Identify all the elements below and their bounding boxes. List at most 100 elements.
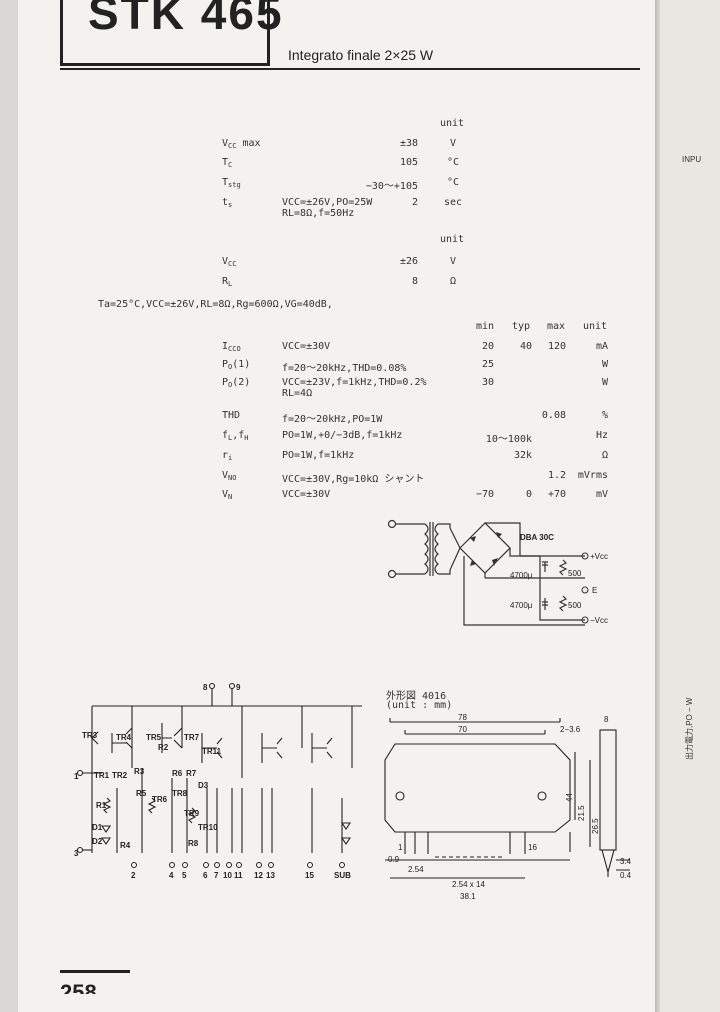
rec-unit-header: unit — [440, 234, 465, 245]
dim-2-54: 2.54 — [408, 865, 424, 874]
elec-row-4-unit: Hz — [595, 430, 608, 441]
gnd-label: E — [592, 586, 597, 595]
elec-row-4-cond: PO=1W,+0/−3dB,f=1kHz — [282, 430, 403, 441]
elec-row-7-symbol: VN — [222, 489, 232, 501]
book-spine — [655, 0, 663, 1012]
elec-row-2-symbol-sub: O — [228, 381, 233, 389]
col-min: min — [476, 321, 495, 332]
elec-row-2-symbol-sym: P — [222, 377, 229, 388]
elec-row-5-cond: PO=1W,f=1kHz — [282, 450, 355, 461]
rec-row-1-unit: Ω — [449, 276, 457, 287]
r3-label: R3 — [134, 767, 145, 776]
tr3-label: TR3 — [82, 731, 98, 740]
abs-row-1-symbol: TC — [222, 157, 232, 169]
elec-row-7-symbol-sym: V — [222, 489, 229, 500]
tr8-label: TR8 — [172, 789, 188, 798]
pin-2-label: 2 — [131, 871, 136, 880]
abs-row-2-unit: °C — [446, 177, 460, 188]
vcc-pos-label: +Vcc — [590, 552, 608, 561]
abs-row-0-symbol-tail: max — [236, 138, 261, 149]
pin-12-label: 12 — [254, 871, 263, 880]
abs-row-3-symbol-sym: t — [222, 197, 229, 208]
side-input-label: INPU — [682, 155, 702, 164]
elec-row-0-symbol-sym: I — [222, 341, 229, 352]
abs-row-0-value: ±38 — [399, 138, 418, 149]
elec-row-4-symbol-tail: ,f — [232, 430, 245, 441]
elec-row-5-symbol-sub: i — [228, 454, 233, 462]
dim-78: 78 — [458, 713, 467, 722]
tr10-label: TR10 — [198, 823, 218, 832]
dim-hole: 2−3.6 — [560, 725, 581, 734]
elec-row-0-min: 20 — [481, 341, 494, 352]
dim-44: 44 — [565, 793, 574, 802]
tr1-label: TR1 — [94, 771, 110, 780]
next-page-edge — [660, 0, 720, 1012]
elec-row-4-symbol: fL,fH — [222, 430, 249, 442]
elec-row-1-symbol-sym: P — [222, 359, 229, 370]
elec-row-6-symbol-sub: NO — [228, 474, 237, 482]
elec-row-4-symbol-sub2: H — [244, 434, 249, 442]
dim-3-4: 3.4 — [620, 857, 632, 866]
pin-13-label: 13 — [266, 871, 275, 880]
col-max: max — [547, 321, 566, 332]
abs-row-0-symbol: VCC max — [222, 138, 261, 150]
r5-label: R5 — [136, 789, 147, 798]
elec-row-2-cond2: RL=4Ω — [282, 388, 313, 399]
elec-row-1-symbol-tail: (1) — [232, 359, 251, 370]
bridge-label: DBA 30C — [520, 533, 554, 542]
dim-21-5: 21.5 — [577, 805, 586, 821]
elec-row-6-unit: mVrms — [577, 470, 608, 481]
elec-row-2-unit: W — [601, 377, 608, 388]
test-conditions: Ta=25°C,VCC=±26V,RL=8Ω,Rg=600Ω,VG=40dB, — [98, 299, 333, 310]
abs-row-2-value: −30〜+105 — [365, 181, 418, 192]
elec-row-7-min: −70 — [475, 489, 494, 500]
d1-label: D1 — [92, 823, 103, 832]
elec-row-3-unit: % — [601, 410, 608, 421]
abs-row-1-unit: °C — [446, 157, 460, 168]
rec-row-1-symbol-sym: R — [222, 276, 229, 287]
pin-6-label: 6 — [203, 871, 208, 880]
d3-label: D3 — [198, 781, 209, 790]
tr4-label: TR4 — [116, 733, 132, 742]
abs-row-0-symbol-sym: V — [222, 138, 229, 149]
elec-row-0-cond: VCC=±30V — [282, 341, 331, 352]
r6-label: R6 — [172, 769, 183, 778]
dim-8: 8 — [604, 715, 609, 724]
vcc-neg-label: −Vcc — [590, 616, 608, 625]
pin-11-label: 11 — [234, 871, 243, 880]
elec-row-5-unit: Ω — [601, 450, 608, 461]
abs-row-0-symbol-sub: CC — [228, 142, 237, 150]
elec-row-0-unit: mA — [595, 341, 608, 352]
abs-row-1-value: 105 — [399, 157, 418, 168]
r1-label: R1 — [96, 801, 107, 810]
elec-row-6-symbol-sym: V — [222, 470, 229, 481]
abs-row-1-symbol-sub: C — [228, 161, 233, 169]
dim-0-4: 0.4 — [620, 871, 632, 880]
tr6-label: TR6 — [152, 795, 168, 804]
elec-row-6-max: 1.2 — [547, 470, 566, 481]
elec-row-1-min: 25 — [481, 359, 494, 370]
abs-row-2-symbol-sub: stg — [228, 181, 241, 189]
elec-row-3-symbol: THD — [222, 410, 240, 421]
rec-row-1-symbol: RL — [222, 276, 232, 288]
res1-label: 500 — [568, 569, 582, 578]
elec-row-6-cond: VCC=±30V,Rg=10kΩ シャント — [282, 474, 425, 485]
elec-row-0-symbol-sub: CCO — [228, 345, 241, 353]
bottom-pins — [131, 862, 345, 868]
abs-row-3-unit: sec — [443, 197, 463, 208]
elec-row-2-min: 30 — [481, 377, 494, 388]
tr7-label: TR7 — [184, 733, 200, 742]
abs-row-3-cond: VCC=±26V,PO=25W — [282, 197, 373, 208]
pin-1-label: 1 — [74, 772, 79, 781]
rec-row-0-value: ±26 — [399, 256, 418, 267]
side-vertical-label: 出力電力,PO − W — [685, 697, 694, 760]
r2-label: R2 — [158, 743, 169, 752]
package-outline: 78 70 2−3.6 8 44 21.5 26.5 0.9 2.54 2.54… — [384, 713, 632, 901]
elec-row-3-max: 0.08 — [541, 410, 566, 421]
elec-row-7-unit: mV — [595, 489, 608, 500]
elec-row-0-max: 120 — [547, 341, 566, 352]
col-typ: typ — [512, 321, 531, 332]
elec-row-7-cond: VCC=±30V — [282, 489, 331, 500]
tr9-label: TR9 — [184, 809, 200, 818]
r7-label: R7 — [186, 769, 197, 778]
